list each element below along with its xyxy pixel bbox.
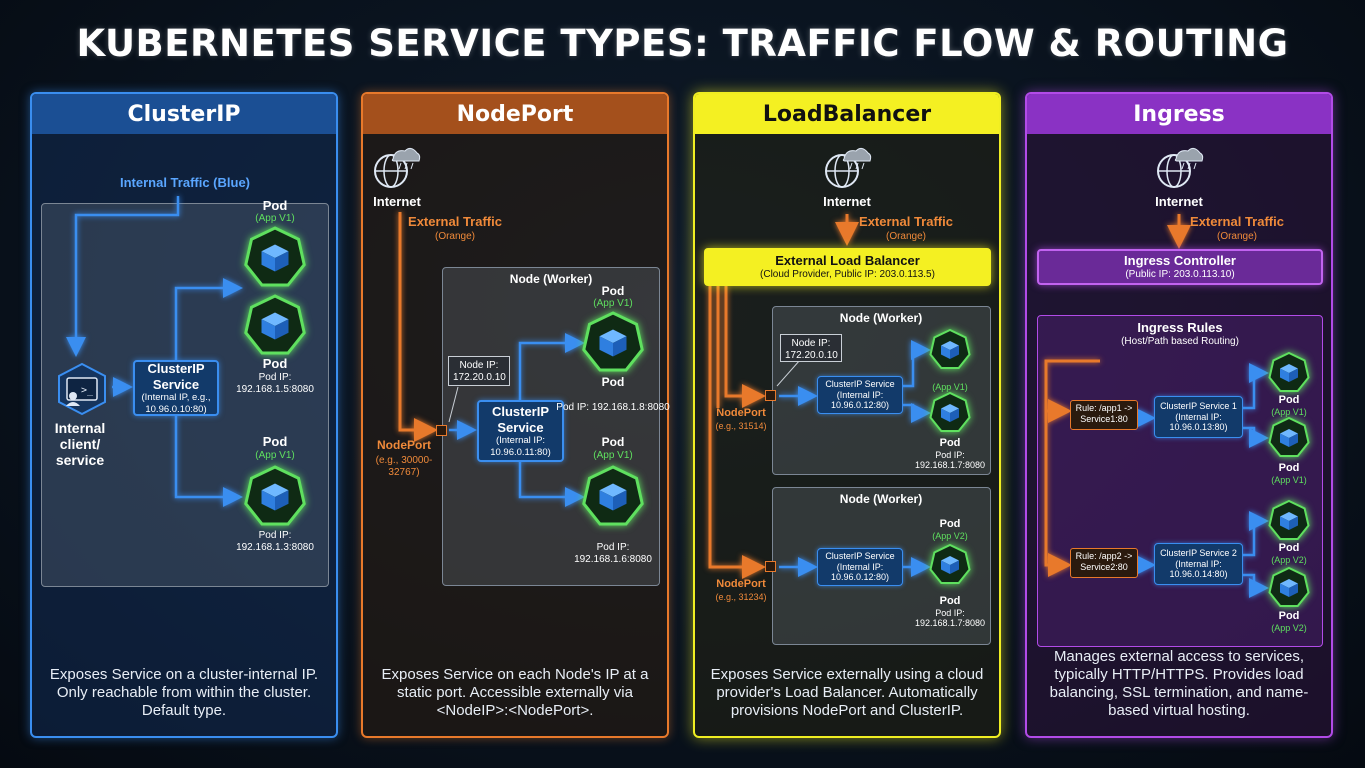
- svg-text:>_: >_: [81, 385, 94, 396]
- service-name: ClusterIP Service: [491, 404, 550, 435]
- ingress-rules-area: [1037, 315, 1323, 647]
- service-ip: (Internal IP: 10.96.0.12:80): [830, 561, 890, 583]
- panel-description: Exposes Service externally using a cloud…: [710, 666, 984, 719]
- service-name: ClusterIP Service 2: [1160, 547, 1237, 558]
- node-ip-callout: Node IP: 172.20.0.10: [780, 334, 842, 362]
- controller-name: Ingress Controller: [1124, 253, 1236, 269]
- page-title: KUBERNETES SERVICE TYPES: TRAFFIC FLOW &…: [76, 22, 1289, 65]
- service-name: ClusterIP Service: [825, 550, 895, 561]
- node-ip-callout: Node IP: 172.20.0.10: [448, 356, 510, 386]
- clusterip-service: ClusterIP Service (Internal IP: 10.96.0.…: [817, 376, 903, 414]
- external-load-balancer: External Load Balancer (Cloud Provider, …: [704, 248, 991, 286]
- internal-client-icon: >_: [55, 362, 109, 416]
- panel-description: Exposes Service on each Node's IP at a s…: [381, 666, 649, 719]
- ingress-controller: Ingress Controller (Public IP: 203.0.113…: [1037, 249, 1323, 285]
- panel-title: ClusterIP: [32, 94, 336, 134]
- clusterip-service: ClusterIP Service (Internal IP, e.g., 10…: [133, 360, 219, 416]
- lb-sub: (Cloud Provider, Public IP: 203.0.113.5): [760, 268, 935, 280]
- service-ip: (Internal IP: 10.96.0.11:80): [490, 435, 551, 458]
- service-ip: (Internal IP, e.g., 10.96.0.10:80): [141, 392, 211, 415]
- service-name: ClusterIP Service: [825, 378, 895, 389]
- service-ip: (Internal IP: 10.96.0.13:80): [1169, 411, 1228, 433]
- rule-app1: Rule: /app1 -> Service1:80: [1070, 400, 1138, 430]
- clusterip-service-2: ClusterIP Service 2 (Internal IP: 10.96.…: [1154, 543, 1243, 585]
- panel-clusterip: ClusterIP Exposes Service on a cluster-i…: [30, 92, 338, 738]
- service-name: ClusterIP Service: [147, 361, 205, 392]
- lb-name: External Load Balancer: [775, 253, 920, 269]
- rule-app2: Rule: /app2 -> Service2:80: [1070, 548, 1138, 578]
- panel-title: LoadBalancer: [695, 94, 999, 134]
- controller-sub: (Public IP: 203.0.113.10): [1125, 268, 1235, 280]
- service-ip: (Internal IP: 10.96.0.14:80): [1169, 558, 1228, 580]
- service-ip: (Internal IP: 10.96.0.12:80): [830, 389, 890, 411]
- internet-cloud-icon: [822, 145, 872, 193]
- panel-description: Exposes Service on a cluster-internal IP…: [49, 666, 319, 719]
- internet-cloud-icon: [1154, 145, 1204, 193]
- clusterip-service-1: ClusterIP Service 1 (Internal IP: 10.96.…: [1154, 396, 1243, 438]
- clusterip-service: ClusterIP Service (Internal IP: 10.96.0.…: [477, 400, 564, 462]
- service-name: ClusterIP Service 1: [1160, 400, 1237, 411]
- clusterip-service: ClusterIP Service (Internal IP: 10.96.0.…: [817, 548, 903, 586]
- internet-cloud-icon: [371, 145, 421, 193]
- panel-title: NodePort: [363, 94, 667, 134]
- panel-description: Manages external access to services, typ…: [1049, 648, 1309, 719]
- panel-title: Ingress: [1027, 94, 1331, 134]
